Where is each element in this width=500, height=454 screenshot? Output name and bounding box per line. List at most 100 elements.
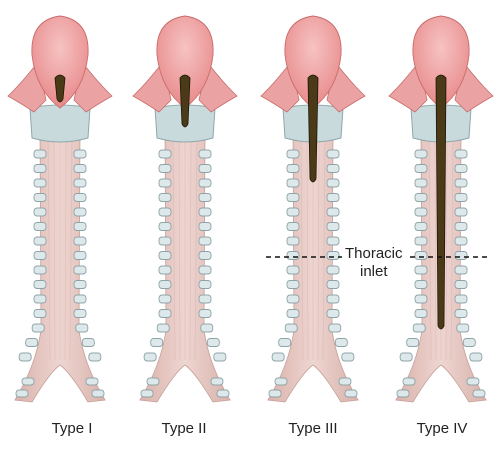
cartilage-ring-right [198, 236, 212, 246]
thoracic-inlet-line1: Thoracic [345, 245, 403, 262]
cartilage-ring-left [158, 265, 172, 275]
cartilage-ring-left [158, 164, 172, 173]
cartilage-ring-right [75, 323, 89, 333]
cartilage-ring-left [33, 193, 47, 202]
cartilage-ring-left [158, 149, 172, 159]
cartilage-ring-left [158, 222, 172, 231]
cartilage-ring-left [143, 352, 157, 362]
cartilage-ring-left [286, 149, 300, 159]
striation [64, 139, 67, 361]
cartilage-ring-right [454, 193, 468, 202]
striation [194, 139, 198, 361]
cartilage-ring-left [414, 149, 428, 159]
cartilage-ring-left [414, 178, 428, 188]
bronchus-ring [472, 389, 486, 398]
cartilage-ring-left [33, 207, 47, 217]
label-type-3: Type III [288, 420, 338, 437]
cartilage-ring-right [341, 352, 355, 362]
cartilage-ring-left [414, 280, 428, 289]
cartilage-ring-left [286, 207, 300, 217]
cartilage-ring-left [412, 323, 426, 333]
cartilage-ring-right [454, 149, 468, 159]
cartilage-ring-left [414, 207, 428, 217]
cartilage-ring-left [33, 164, 47, 173]
cartilage-ring-right [328, 323, 342, 333]
cartilage-ring-left [286, 164, 300, 173]
bronchus-ring [140, 389, 154, 398]
cartilage-ring-right [326, 236, 340, 246]
cartilage-ring-right [73, 294, 87, 304]
cartilage-ring-left [33, 149, 47, 159]
cartilage-ring-right [198, 193, 212, 202]
striation [450, 139, 454, 361]
laryngeal-cleft-3 [307, 74, 319, 183]
cartilage-ring-right [73, 149, 87, 159]
cartilage-ring-right [73, 236, 87, 246]
cartilage-ring-right [198, 294, 212, 304]
cartilage-ring-left [31, 323, 45, 333]
cartilage-ring-right [326, 149, 340, 159]
cartilage-ring-left [414, 309, 428, 318]
cartilage-ring-right [326, 265, 340, 275]
striation [53, 139, 56, 361]
cartilage-ring-right [73, 222, 87, 231]
cartilage-ring-right [326, 178, 340, 188]
bronchus-ring [466, 377, 480, 386]
cartilage-ring-left [156, 323, 170, 333]
cartilage-ring-left [158, 251, 172, 260]
cartilage-ring-left [286, 280, 300, 289]
bronchus-ring [268, 389, 282, 398]
thoracic-inlet-line2: inlet [360, 263, 388, 280]
cartilage-ring-left [150, 338, 164, 347]
striation [317, 139, 320, 361]
cartilage-ring-left [286, 309, 300, 318]
cartilage-ring-right [454, 280, 468, 289]
airway-type-4 [388, 15, 494, 403]
bronchus-ring [91, 389, 105, 398]
cartilage-ring-left [286, 251, 300, 260]
striation [434, 139, 437, 361]
cartilage-ring-left [414, 164, 428, 173]
striation [322, 139, 326, 361]
laryngeal-cleft-4 [435, 74, 447, 330]
cartilage-ring-right [326, 294, 340, 304]
cartilage-ring-left [414, 193, 428, 202]
cartilage-ring-left [33, 178, 47, 188]
bronchus-ring [402, 377, 416, 386]
cartilage-ring-left [33, 309, 47, 318]
cartilage-ring-left [284, 323, 298, 333]
cartilage-ring-right [469, 352, 483, 362]
striation [306, 139, 309, 361]
cartilage-ring-right [454, 222, 468, 231]
airway-type-1 [7, 15, 113, 403]
cartilage-ring-right [454, 309, 468, 318]
bronchus-ring [15, 389, 29, 398]
thoracic-inlet-label: Thoracic inlet [342, 245, 406, 281]
cartilage-ring-left [286, 178, 300, 188]
striation [69, 139, 73, 361]
cartilage-ring-left [414, 236, 428, 246]
bronchus-ring [396, 389, 410, 398]
cartilage-ring-right [206, 338, 220, 347]
bronchus-ring [216, 389, 230, 398]
cartilage-ring-left [33, 222, 47, 231]
striation [172, 139, 176, 361]
cartilage-ring-right [198, 280, 212, 289]
cartilage-ring-right [326, 193, 340, 202]
epiglottis-1 [31, 15, 89, 109]
cartilage-ring-left [286, 294, 300, 304]
cartilage-ring-right [198, 309, 212, 318]
cartilage-ring-left [33, 251, 47, 260]
cartilage-ring-left [414, 294, 428, 304]
label-type-2: Type II [161, 420, 207, 437]
cartilage-ring-right [73, 193, 87, 202]
cartilage-ring-left [414, 265, 428, 275]
cartilage-ring-right [326, 164, 340, 173]
cartilage-ring-left [25, 338, 39, 347]
cartilage-ring-right [73, 164, 87, 173]
cartilage-ring-left [33, 236, 47, 246]
bronchus-ring [210, 377, 224, 386]
bronchus-ring [85, 377, 99, 386]
cartilage-ring-left [271, 352, 285, 362]
cartilage-ring-right [454, 236, 468, 246]
